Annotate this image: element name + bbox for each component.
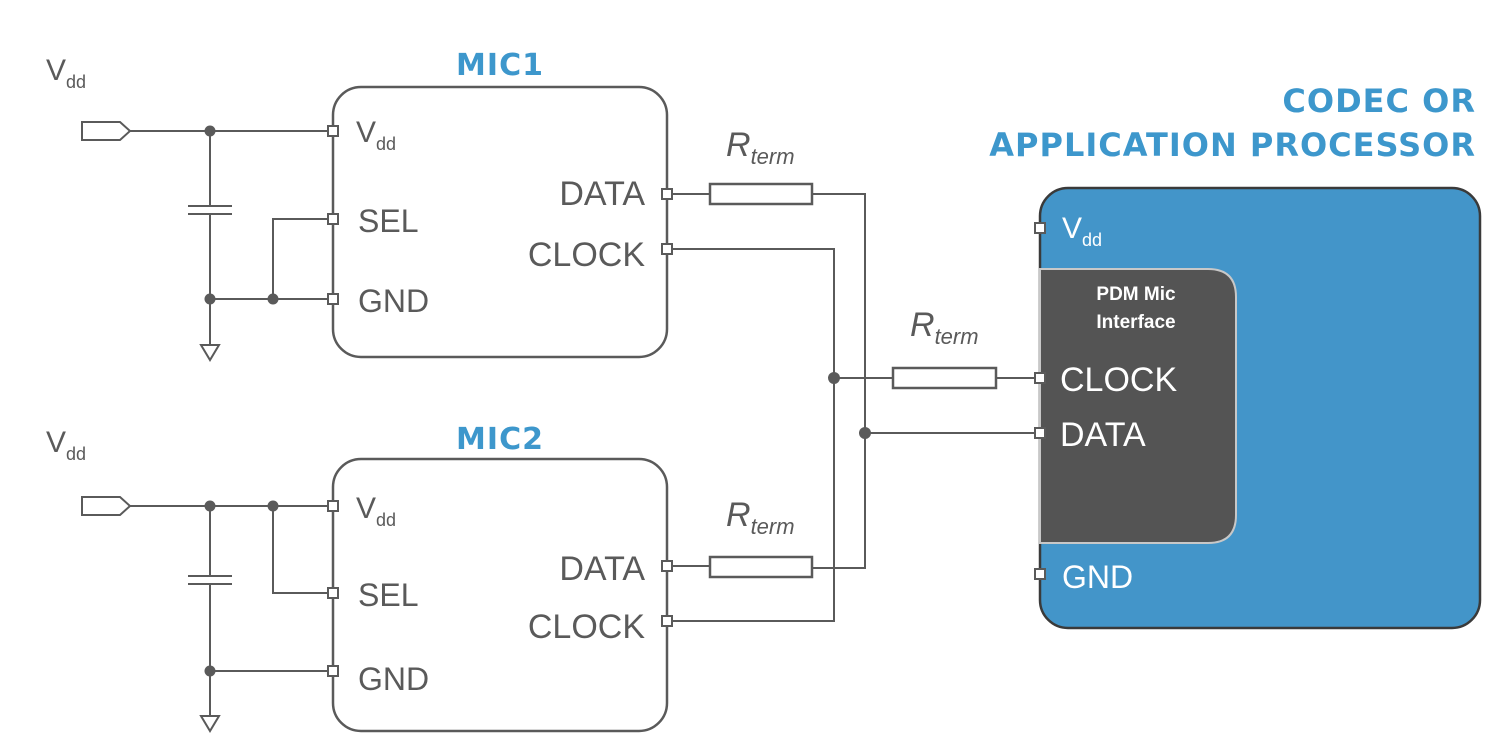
codec-vdd-label: Vdd <box>1062 212 1102 250</box>
mic1-gnd-pin <box>327 293 339 305</box>
data-clock-bus <box>672 193 1040 622</box>
mic1-data-pin <box>661 188 673 200</box>
mic1-sel-label: SEL <box>358 203 418 239</box>
mic2-clock-pin <box>661 615 673 627</box>
mic1-clock-pin <box>661 243 673 255</box>
mic2-circuit <box>130 500 333 733</box>
mic2-title: MIC2 <box>456 422 544 457</box>
mic2-gnd-label: GND <box>358 661 429 697</box>
resistor-clock <box>891 366 998 390</box>
vdd-port-icon-bottom <box>81 496 132 516</box>
pdm-interface-title-line1: PDM Mic <box>1096 284 1176 305</box>
codec-title-line2: APPLICATION PROCESSOR <box>989 126 1476 164</box>
codec-clock-pin <box>1034 372 1046 384</box>
ground-icon-mic1 <box>199 344 221 362</box>
resistor-mic1-data <box>708 182 814 206</box>
mic2-sel-pin <box>327 587 339 599</box>
vdd-label-top: Vdd <box>46 54 86 92</box>
codec-gnd-label: GND <box>1062 559 1133 595</box>
ground-icon-mic2 <box>199 715 221 733</box>
mic1-title: MIC1 <box>456 48 544 83</box>
codec-vdd-pin <box>1034 222 1046 234</box>
mic2-data-label: DATA <box>559 550 645 588</box>
codec-gnd-pin <box>1034 568 1046 580</box>
vdd-label-bottom: Vdd <box>46 426 86 464</box>
resistor-clock-label: Rterm <box>910 306 979 349</box>
mic2-sel-label: SEL <box>358 577 418 613</box>
mic1-vdd-label: Vdd <box>356 116 396 154</box>
resistor-mic1-label: Rterm <box>726 126 795 169</box>
mic1-data-label: DATA <box>559 175 645 213</box>
mic1-sel-pin <box>327 213 339 225</box>
codec-data-pin <box>1034 427 1046 439</box>
mic1-vdd-pin <box>327 125 339 137</box>
mic1-clock-label: CLOCK <box>528 236 645 274</box>
resistor-mic2-data <box>708 555 814 579</box>
vdd-port-icon-top <box>81 121 132 141</box>
pdm-mic-interface-block <box>1039 268 1237 544</box>
mic2-gnd-pin <box>327 665 339 677</box>
codec-data-label: DATA <box>1060 416 1146 454</box>
mic2-vdd-label: Vdd <box>356 492 396 530</box>
mic1-gnd-label: GND <box>358 283 429 319</box>
mic2-data-pin <box>661 560 673 572</box>
mic1-circuit <box>130 125 333 362</box>
mic2-clock-label: CLOCK <box>528 608 645 646</box>
codec-title-line1: CODEC OR <box>1282 82 1476 120</box>
mic2-vdd-pin <box>327 500 339 512</box>
codec-clock-label: CLOCK <box>1060 361 1177 399</box>
pdm-interface-title-line2: Interface <box>1096 312 1175 333</box>
resistor-mic2-label: Rterm <box>726 496 795 539</box>
